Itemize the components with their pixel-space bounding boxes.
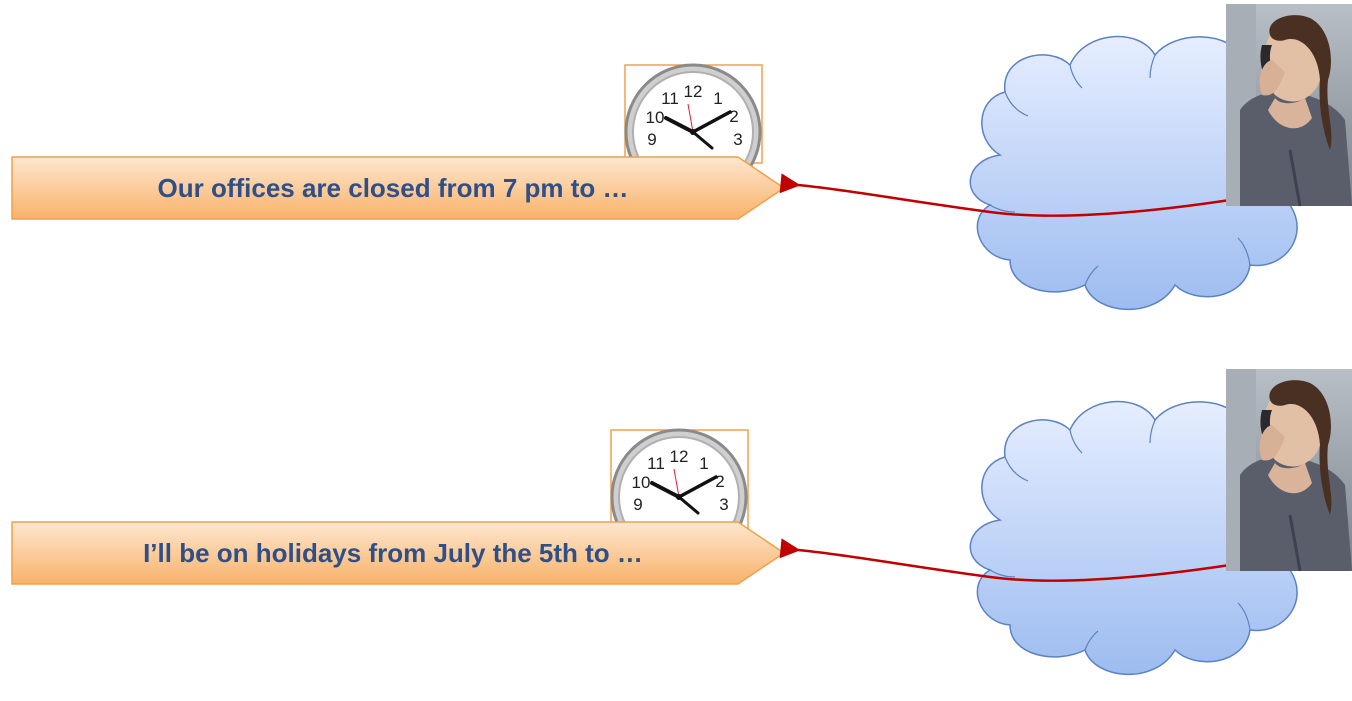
svg-text:3: 3 xyxy=(719,495,728,514)
svg-text:1: 1 xyxy=(699,454,708,473)
svg-text:3: 3 xyxy=(733,130,742,149)
woman-on-phone-icon xyxy=(1226,4,1352,207)
message-callout xyxy=(11,521,786,585)
svg-text:10: 10 xyxy=(632,473,651,492)
svg-text:11: 11 xyxy=(647,454,665,473)
arrow-from-caller xyxy=(779,173,1231,218)
scene-2-graphics: 12 1 2 3 11 10 9 xyxy=(11,369,1352,676)
woman-on-phone-icon xyxy=(1226,369,1352,572)
scene-holidays: 12 1 2 3 11 10 9 xyxy=(0,365,1352,701)
svg-text:12: 12 xyxy=(684,82,703,101)
arrow-from-caller xyxy=(779,538,1231,583)
svg-text:11: 11 xyxy=(661,89,679,108)
svg-text:10: 10 xyxy=(646,108,665,127)
scene-1-graphics: 12 1 2 3 11 10 9 xyxy=(11,4,1352,311)
scene-office-hours: 12 1 2 3 11 10 9 xyxy=(0,0,1352,336)
message-text: I’ll be on holidays from July the 5th to… xyxy=(143,537,643,568)
svg-text:9: 9 xyxy=(647,130,656,149)
message-text: Our offices are closed from 7 pm to … xyxy=(157,172,629,203)
svg-text:12: 12 xyxy=(670,447,689,466)
message-callout xyxy=(11,156,786,220)
svg-text:2: 2 xyxy=(729,107,738,126)
svg-text:9: 9 xyxy=(633,495,642,514)
svg-text:1: 1 xyxy=(713,89,722,108)
svg-text:2: 2 xyxy=(715,472,724,491)
